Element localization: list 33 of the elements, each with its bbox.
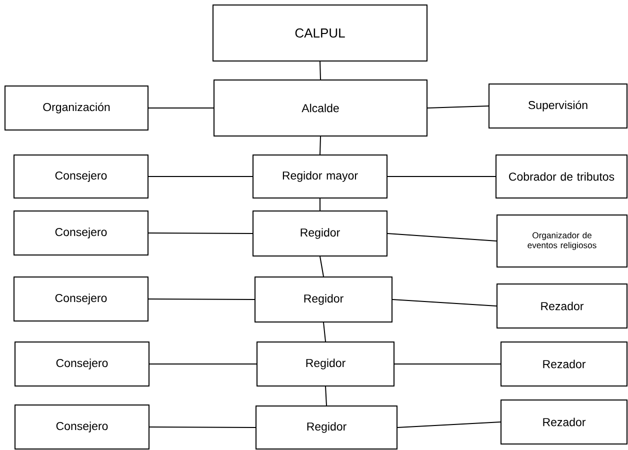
connector-line bbox=[397, 422, 501, 428]
connector-line bbox=[320, 256, 324, 277]
connector-line bbox=[320, 136, 321, 155]
role-box: Regidor bbox=[256, 406, 398, 450]
connector-line bbox=[148, 176, 253, 177]
role-box: Consejero bbox=[14, 276, 148, 322]
connector-line bbox=[392, 299, 497, 306]
role-box: Regidor mayor bbox=[252, 154, 388, 198]
role-box: Consejero bbox=[14, 154, 148, 198]
role-box: CALPUL bbox=[212, 4, 428, 62]
connector-line bbox=[387, 233, 497, 242]
role-box: Regidor bbox=[254, 276, 392, 322]
role-box: Regidor bbox=[252, 210, 388, 256]
role-box: Rezador bbox=[496, 284, 628, 328]
role-box: Organización bbox=[4, 86, 148, 130]
connector-line bbox=[148, 298, 255, 300]
role-box: Cobrador de tributos bbox=[496, 154, 628, 198]
role-box: Rezador bbox=[500, 400, 628, 444]
connector-line bbox=[325, 386, 327, 406]
role-box: Consejero bbox=[14, 404, 150, 450]
connector-line bbox=[149, 426, 256, 428]
role-box: Regidor bbox=[256, 342, 394, 386]
role-box: Rezador bbox=[500, 342, 628, 386]
role-box: Supervisión bbox=[488, 84, 628, 128]
connector-line bbox=[323, 322, 326, 342]
connector-line bbox=[320, 61, 321, 80]
connector-line bbox=[427, 106, 489, 108]
connector-line bbox=[387, 176, 496, 177]
connector-line bbox=[148, 232, 253, 234]
role-box: Organizador de eventos religiosos bbox=[496, 214, 628, 268]
role-box: Consejero bbox=[14, 342, 150, 386]
role-box: Alcalde bbox=[214, 80, 428, 136]
role-box: Consejero bbox=[14, 210, 148, 256]
